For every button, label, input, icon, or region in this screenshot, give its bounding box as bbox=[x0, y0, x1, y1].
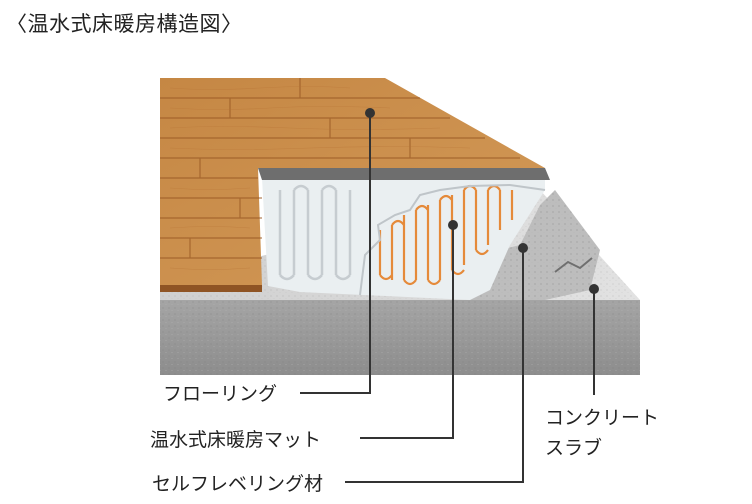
label-concrete-slab: コンクリートスラブ bbox=[545, 407, 660, 459]
flooring-leader-line bbox=[300, 113, 371, 394]
diagram-title: 〈温水式床暖房構造図〉 bbox=[6, 12, 243, 36]
flooring-plank-lines bbox=[160, 78, 520, 259]
flooring-grain bbox=[169, 86, 471, 270]
flooring-surface bbox=[160, 78, 545, 285]
slab-side-speckle bbox=[160, 300, 640, 375]
mat-grooves bbox=[278, 184, 352, 281]
mat-torn-edge bbox=[359, 183, 546, 296]
leveling-layer-speckle bbox=[470, 190, 600, 300]
label-flooring: フローリング bbox=[163, 383, 278, 405]
flooring-edge bbox=[160, 285, 262, 292]
label-heating-mat: 温水式床暖房マット bbox=[150, 429, 322, 451]
leveling-crack bbox=[554, 257, 593, 273]
leveling-leader-line bbox=[345, 248, 524, 483]
flooring-underlay bbox=[258, 168, 550, 180]
heating-pipes bbox=[378, 184, 514, 286]
mat-leader-line bbox=[360, 225, 454, 439]
label-self-leveling: セルフレベリング材 bbox=[152, 473, 324, 495]
